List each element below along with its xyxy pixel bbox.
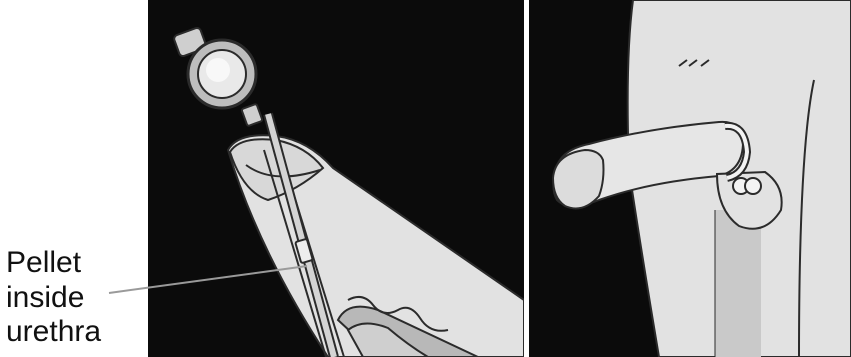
callout-line-2: inside [6,281,101,316]
callout-line-1: Pellet [6,246,101,281]
constriction-panel [529,0,851,357]
applicator-illustration [148,0,524,357]
pellet-callout-label: Pellet inside urethra [6,246,101,350]
constriction-illustration [529,0,851,357]
callout-line-3: urethra [6,315,101,350]
applicator-panel [148,0,524,357]
